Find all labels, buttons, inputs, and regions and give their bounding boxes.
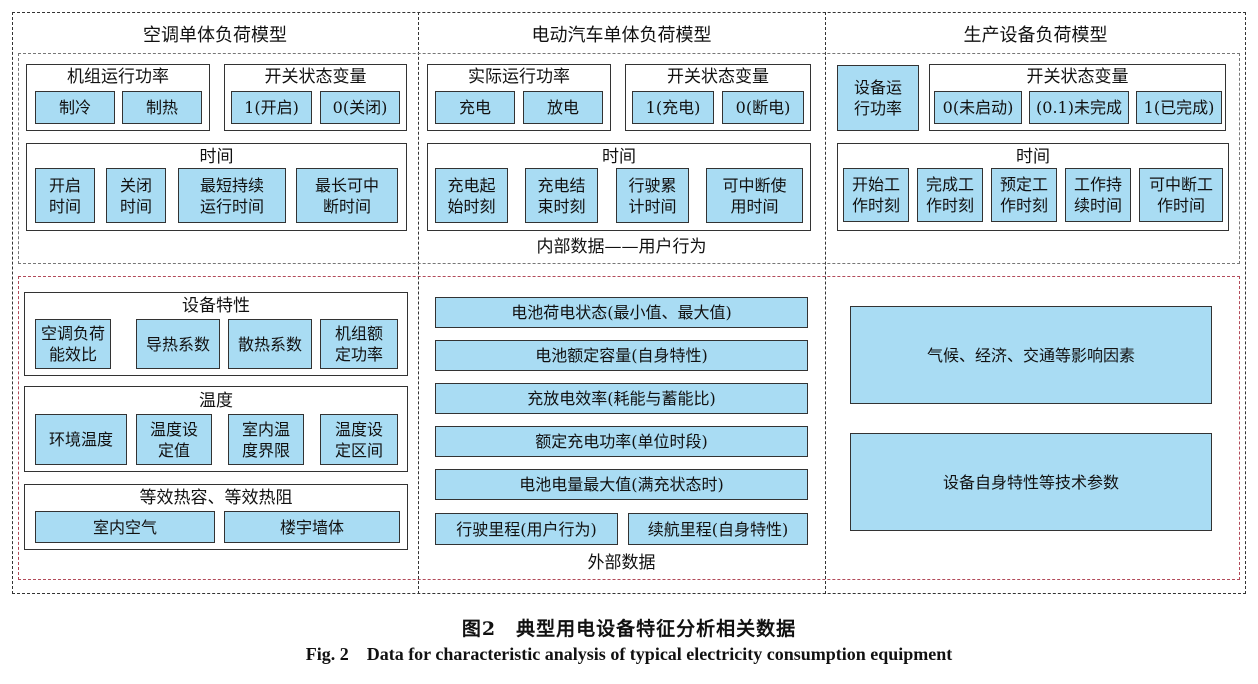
column-header-ac: 空调单体负荷模型 — [143, 25, 287, 46]
prod-time-title: 时间 — [1016, 147, 1050, 167]
prod-interrupt-time-cell: 可中断工 作时间 — [1139, 168, 1223, 222]
ac-temperature-title: 温度 — [199, 391, 233, 411]
diagram-frame — [12, 12, 1246, 594]
ac-ambient-temp-cell: 环境温度 — [35, 414, 127, 465]
ev-interrupt-time-cell: 可中断使 用时间 — [706, 168, 803, 223]
ac-max-interrupt-time-cell: 最长可中 断时间 — [296, 168, 398, 223]
ac-temp-range-cell: 温度设 定区间 — [320, 414, 398, 465]
ac-switch-title: 开关状态变量 — [264, 67, 367, 87]
internal-data-label: 内部数据——用户行为 — [536, 237, 707, 257]
prod-power-cell: 设备运 行功率 — [837, 65, 919, 131]
external-data-zone — [18, 276, 1240, 580]
ev-time-title: 时间 — [602, 147, 636, 167]
ac-power-title: 机组运行功率 — [67, 67, 169, 87]
ac-start-time-cell: 开启 时间 — [35, 168, 95, 223]
ac-switch-on-cell: 1(开启) — [231, 91, 312, 124]
ac-heating-cell: 制热 — [122, 91, 202, 124]
prod-start-time-cell: 开始工 作时刻 — [843, 168, 909, 222]
internal-data-zone — [18, 53, 1240, 264]
ev-rated-capacity-cell: 电池额定容量(自身特性) — [435, 340, 808, 371]
ev-charge-end-cell: 充电结 束时刻 — [525, 168, 598, 223]
ac-eer-cell: 空调负荷 能效比 — [35, 319, 111, 369]
ac-dissipation-cell: 散热系数 — [228, 319, 312, 369]
ev-efficiency-cell: 充放电效率(耗能与蓄能比) — [435, 383, 808, 414]
ac-indoor-air-cell: 室内空气 — [35, 511, 215, 543]
ev-range-mileage-cell: 续航里程(自身特性) — [628, 513, 808, 545]
ac-cooling-cell: 制冷 — [35, 91, 115, 124]
prod-technical-params-cell: 设备自身特性等技术参数 — [850, 433, 1212, 531]
prod-finish-time-cell: 完成工 作时刻 — [917, 168, 983, 222]
column-header-prod: 生产设备负荷模型 — [963, 25, 1108, 46]
ac-thermal-title: 等效热容、等效热阻 — [139, 488, 293, 508]
external-data-label: 外部数据 — [587, 553, 656, 573]
ac-conductivity-cell: 导热系数 — [136, 319, 220, 369]
ev-power-title: 实际运行功率 — [468, 67, 570, 87]
figure-caption-en: Fig. 2 Data for characteristic analysis … — [305, 644, 953, 664]
ev-driving-time-cell: 行驶累 计时间 — [616, 168, 689, 223]
column-separator-2 — [825, 12, 826, 594]
prod-not-started-cell: 0(未启动) — [934, 91, 1022, 124]
ac-temp-setpoint-cell: 温度设 定值 — [136, 414, 212, 465]
ac-indoor-temp-limit-cell: 室内温 度界限 — [228, 414, 304, 465]
ev-rated-charge-power-cell: 额定充电功率(单位时段) — [435, 426, 808, 457]
ac-min-run-time-cell: 最短持续 运行时间 — [178, 168, 286, 223]
ev-driving-mileage-cell: 行驶里程(用户行为) — [435, 513, 618, 545]
prod-switch-title: 开关状态变量 — [1026, 67, 1129, 87]
ev-switch-charge-cell: 1(充电) — [632, 91, 714, 124]
prod-finished-cell: 1(已完成) — [1136, 91, 1222, 124]
prod-scheduled-time-cell: 预定工 作时刻 — [991, 168, 1057, 222]
column-header-ev: 电动汽车单体负荷模型 — [531, 25, 712, 46]
ac-rated-power-cell: 机组额 定功率 — [320, 319, 398, 369]
ac-stop-time-cell: 关闭 时间 — [106, 168, 166, 223]
ev-soc-cell: 电池荷电状态(最小值、最大值) — [435, 297, 808, 328]
ac-building-wall-cell: 楼宇墙体 — [224, 511, 400, 543]
ev-discharge-cell: 放电 — [523, 91, 603, 124]
column-separator-1 — [418, 12, 419, 594]
ac-equipment-title: 设备特性 — [182, 296, 250, 316]
ev-charge-start-cell: 充电起 始时刻 — [435, 168, 508, 223]
prod-unfinished-cell: (0.1)未完成 — [1029, 91, 1129, 124]
ev-switch-off-cell: 0(断电) — [722, 91, 804, 124]
ev-max-capacity-cell: 电池电量最大值(满充状态时) — [435, 469, 808, 500]
ev-charge-cell: 充电 — [435, 91, 515, 124]
figure-caption-zh: 图2 典型用电设备特征分析相关数据 — [461, 618, 797, 640]
prod-duration-cell: 工作持 续时间 — [1065, 168, 1131, 222]
ac-switch-off-cell: 0(关闭) — [320, 91, 400, 124]
prod-external-factors-cell: 气候、经济、交通等影响因素 — [850, 306, 1212, 404]
ev-switch-title: 开关状态变量 — [667, 67, 769, 87]
ac-time-title: 时间 — [199, 147, 234, 167]
